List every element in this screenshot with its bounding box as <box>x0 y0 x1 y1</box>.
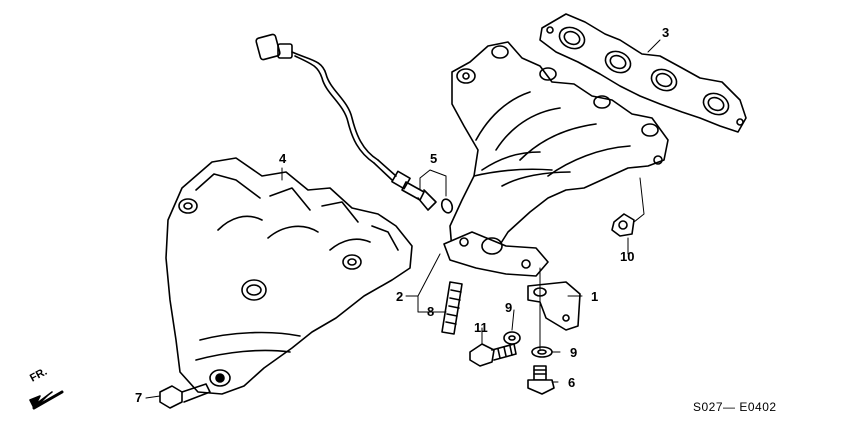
oxygen-sensor <box>255 33 454 214</box>
flange-bolt-11 <box>469 343 517 367</box>
exhaust-manifold <box>443 41 669 277</box>
flange-bolt-6 <box>527 365 555 395</box>
callout-8: 8 <box>427 304 435 319</box>
front-direction-arrow <box>29 390 64 410</box>
washer-upper <box>503 331 521 345</box>
callout-9-upper: 9 <box>505 300 513 315</box>
callout-7: 7 <box>135 390 143 405</box>
callout-1: 1 <box>591 289 599 304</box>
callout-11: 11 <box>474 320 488 335</box>
diagram-code: S027— E0402 <box>693 400 777 414</box>
callout-4: 4 <box>279 151 287 166</box>
flange-bolt-7 <box>159 383 211 409</box>
callout-9-lower: 9 <box>570 345 578 360</box>
flange-nut <box>611 213 635 237</box>
manifold-gasket <box>539 13 747 133</box>
washer-lower <box>531 346 553 358</box>
callout-6: 6 <box>568 375 576 390</box>
callout-3: 3 <box>662 25 670 40</box>
callout-10: 10 <box>620 249 635 264</box>
callout-5: 5 <box>430 151 438 166</box>
callout-2: 2 <box>396 289 404 304</box>
stud-bolt <box>441 281 463 335</box>
manifold-bracket <box>527 281 581 331</box>
leader-lines <box>145 39 661 399</box>
heat-shield <box>165 157 413 395</box>
